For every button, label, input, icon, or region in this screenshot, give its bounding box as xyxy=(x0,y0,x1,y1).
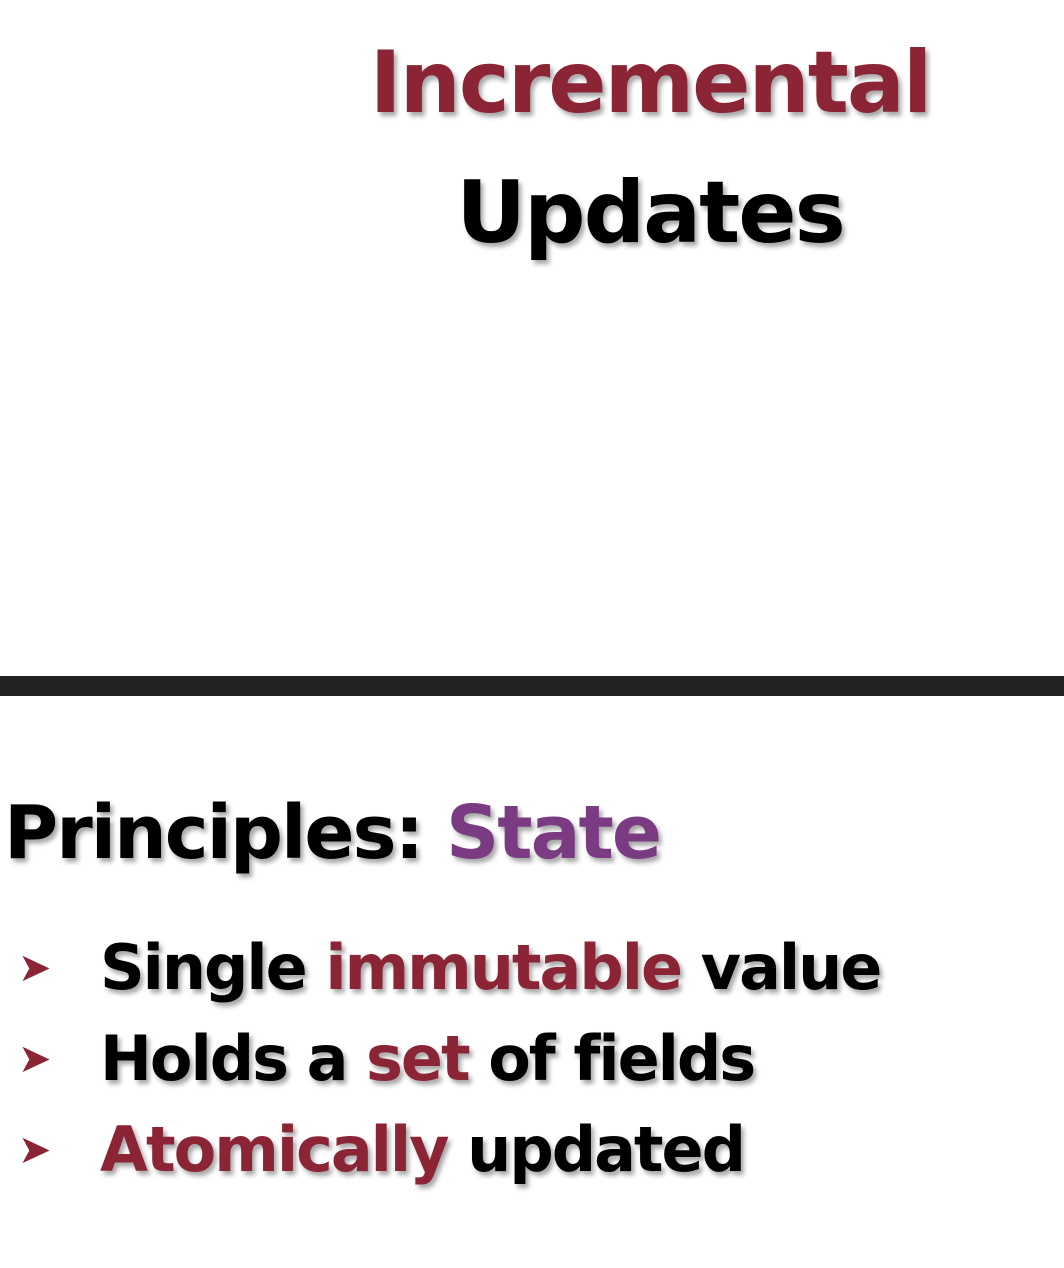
bullet-text-emphasis: Atomically xyxy=(100,1112,450,1186)
slide-title-line2: Updates xyxy=(456,163,846,263)
bullet-list: ➤ Single immutable value ➤ Holds a set o… xyxy=(18,922,882,1195)
bullet-text-emphasis: immutable xyxy=(325,930,683,1004)
slide-heading: Principles: State xyxy=(4,796,662,870)
arrow-bullet-icon: ➤ xyxy=(18,1126,52,1173)
bullet-item: ➤ Holds a set of fields xyxy=(18,1013,880,1104)
slide-divider xyxy=(0,676,1064,696)
arrow-bullet-icon: ➤ xyxy=(18,944,52,991)
bullet-text-after: updated xyxy=(447,1112,746,1186)
slide-title-line1: Incremental xyxy=(369,33,933,133)
heading-prefix: Principles: xyxy=(4,790,424,876)
arrow-bullet-icon: ➤ xyxy=(18,1035,52,1082)
bullet-text: Atomically updated xyxy=(100,1118,746,1181)
bullet-text-after: of fields xyxy=(468,1021,756,1095)
bullet-text-before: Holds a xyxy=(100,1021,367,1095)
bullet-text: Single immutable value xyxy=(100,936,882,999)
bullet-text-before: Single xyxy=(100,930,326,1004)
heading-highlight: State xyxy=(445,790,662,876)
bullet-text-after: value xyxy=(681,930,883,1004)
bullet-item: ➤ Atomically updated xyxy=(18,1104,880,1195)
bullet-text-emphasis: set xyxy=(366,1021,471,1095)
bullet-text: Holds a set of fields xyxy=(100,1027,756,1090)
bullet-item: ➤ Single immutable value xyxy=(18,922,882,1013)
